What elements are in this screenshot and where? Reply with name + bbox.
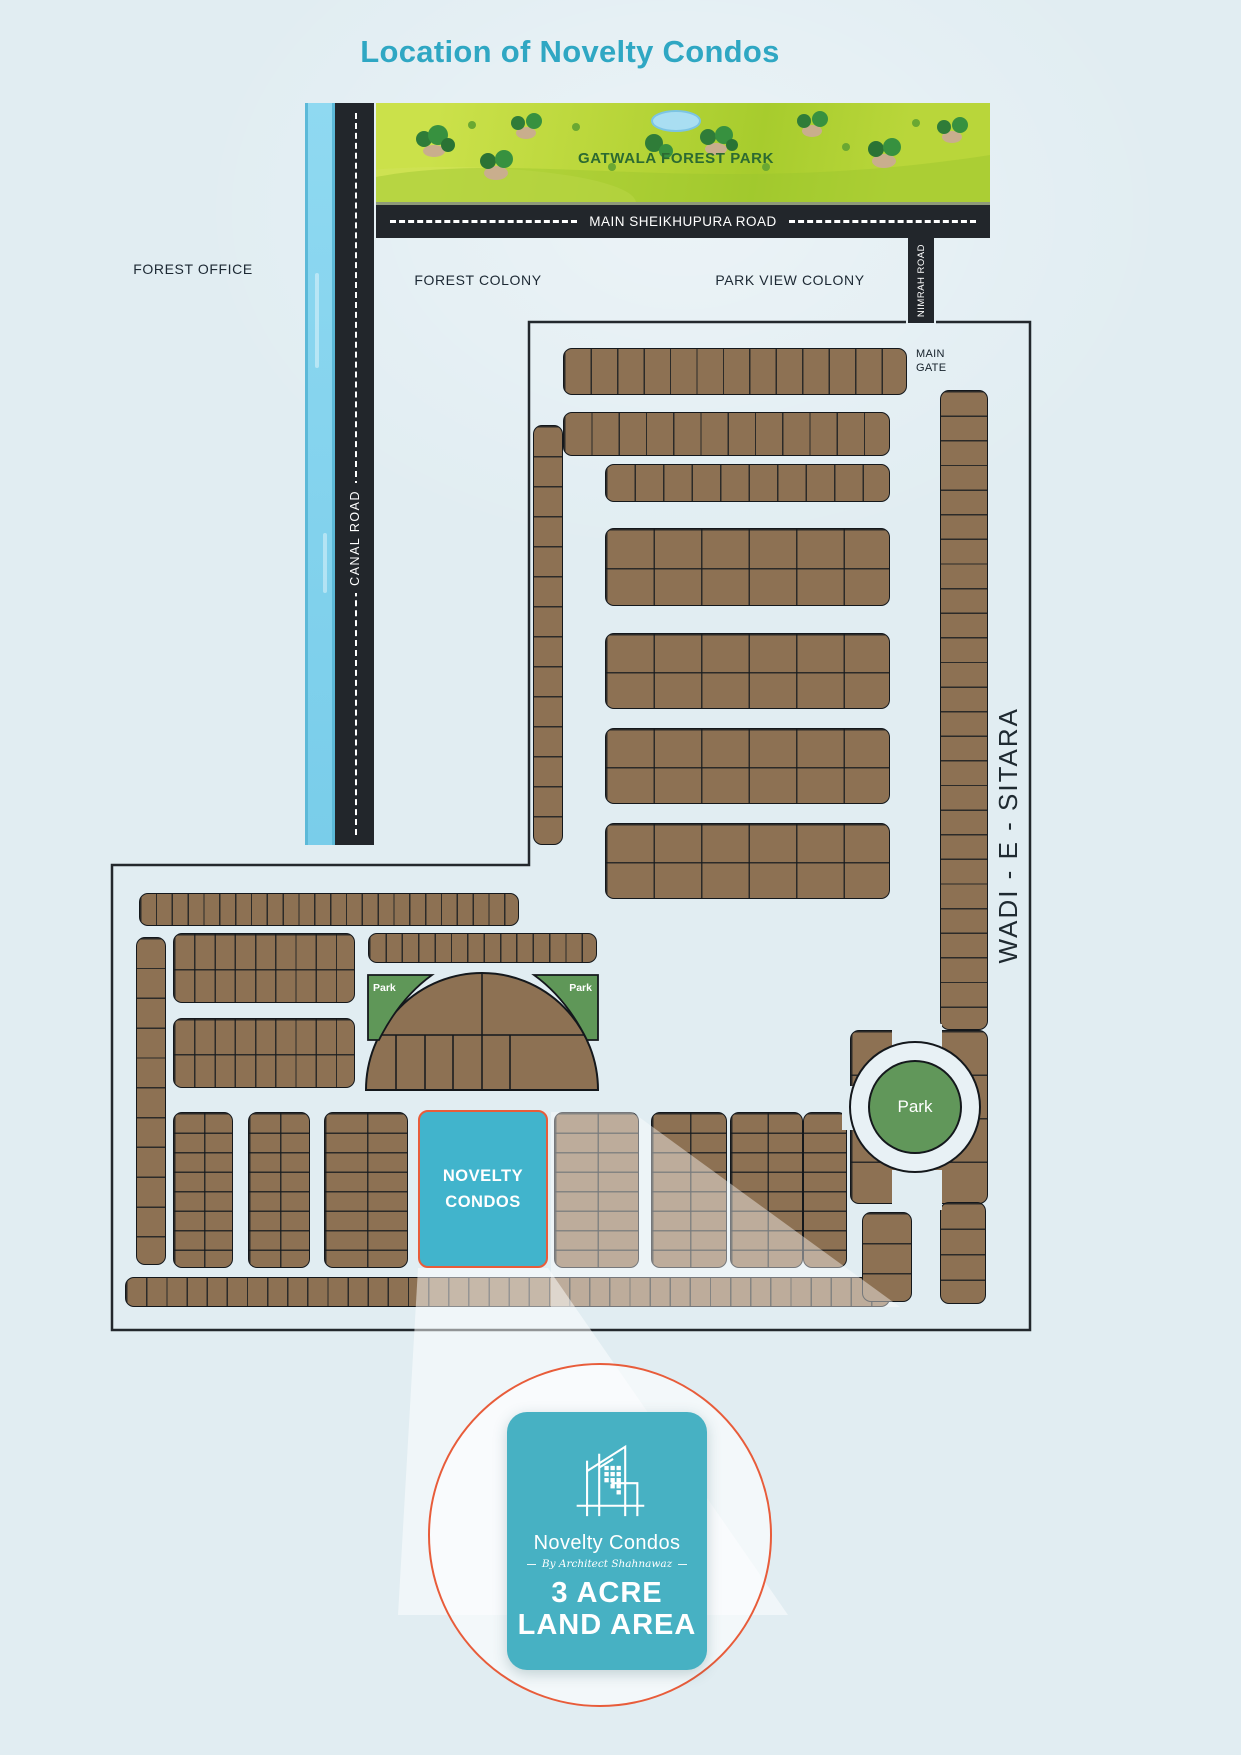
plot-block: [248, 1112, 310, 1268]
novelty-block-line2: CONDOS: [445, 1192, 521, 1211]
plot-block: [324, 1112, 408, 1268]
plot-block: [136, 937, 166, 1265]
canal-water-streak: [323, 533, 327, 593]
main-gate-line1: MAIN: [916, 348, 945, 360]
plot-block: [533, 425, 563, 845]
page-title: Location of Novelty Condos: [360, 34, 780, 69]
plot-block: [605, 528, 890, 606]
park-roundabout-label: Park: [897, 1097, 933, 1116]
plot-block: [563, 348, 907, 395]
forest-office-label: FOREST OFFICE: [133, 261, 253, 277]
main-gate-line2: GATE: [916, 361, 947, 374]
plot-block: [605, 823, 890, 899]
plot-block: [862, 1212, 912, 1302]
building-logo-icon: [576, 1444, 645, 1517]
novelty-logo-card: Novelty Condos By Architect Shahnawaz 3 …: [507, 1412, 707, 1670]
main-road-label: MAIN SHEIKHUPURA ROAD: [589, 214, 777, 229]
dome-plot-lines: [380, 974, 584, 1090]
nimrah-road: NIMRAH ROAD: [908, 238, 934, 323]
canal: [305, 103, 335, 845]
plot-block: [803, 1112, 847, 1268]
land-area-text: 3 ACRE LAND AREA: [517, 1577, 697, 1642]
wadi-e-sitara-road: WADI - E - SITARA: [980, 690, 1036, 980]
park-triangle-left-label: Park: [373, 982, 396, 994]
canal-road-label: CANAL ROAD: [347, 490, 362, 586]
canal-water-streak: [315, 273, 319, 368]
nimrah-road-label: NIMRAH ROAD: [915, 243, 927, 318]
main-gate-label: MAIN GATE: [916, 348, 946, 376]
gatwala-forest-park-strip: [376, 103, 990, 205]
canal-road-label-wrap: CANAL ROAD: [335, 483, 374, 593]
land-area-line2: LAND AREA: [517, 1608, 697, 1641]
wadi-e-sitara-label: WADI - E - SITARA: [992, 706, 1023, 964]
plot-block: [139, 893, 519, 926]
logo-tagline-wrap: By Architect Shahnawaz: [527, 1558, 687, 1570]
plot-block: [605, 728, 890, 804]
plot-block: [368, 933, 597, 963]
plot-block: [554, 1112, 639, 1268]
plot-block: [125, 1277, 890, 1307]
park-triangle-right-label: Park: [569, 982, 592, 994]
logo-brand-name: Novelty Condos: [533, 1532, 681, 1554]
plot-block: [605, 633, 890, 709]
plot-block: [605, 464, 890, 502]
plot-block: [940, 1202, 986, 1304]
road-dash-line: [788, 220, 976, 223]
canal-road: CANAL ROAD: [335, 103, 374, 845]
plot-block: [173, 1018, 355, 1088]
plot-block: [563, 412, 890, 456]
road-dash-line: [354, 113, 357, 835]
forest-park-label: GATWALA FOREST PARK: [577, 150, 775, 167]
logo-tagline: By Architect Shahnawaz: [541, 1558, 673, 1570]
plot-block: [730, 1112, 803, 1268]
forest-colony-label: FOREST COLONY: [414, 272, 542, 288]
plot-block: [651, 1112, 727, 1268]
forest-trees-illustration: [376, 110, 990, 202]
park-roundabout: Park: [868, 1060, 962, 1154]
park-view-colony-label: PARK VIEW COLONY: [715, 272, 865, 288]
novelty-condos-block: NOVELTY CONDOS: [418, 1110, 548, 1268]
novelty-block-line1: NOVELTY: [442, 1166, 524, 1185]
roundabout-road-south: [892, 1170, 942, 1210]
plot-block: [173, 933, 355, 1003]
logo-windows: [604, 1465, 621, 1495]
main-sheikhupura-road: MAIN SHEIKHUPURA ROAD: [376, 205, 990, 238]
plot-block: [173, 1112, 233, 1268]
road-dash-line: [390, 220, 578, 223]
land-area-line1: 3 ACRE: [551, 1577, 663, 1609]
